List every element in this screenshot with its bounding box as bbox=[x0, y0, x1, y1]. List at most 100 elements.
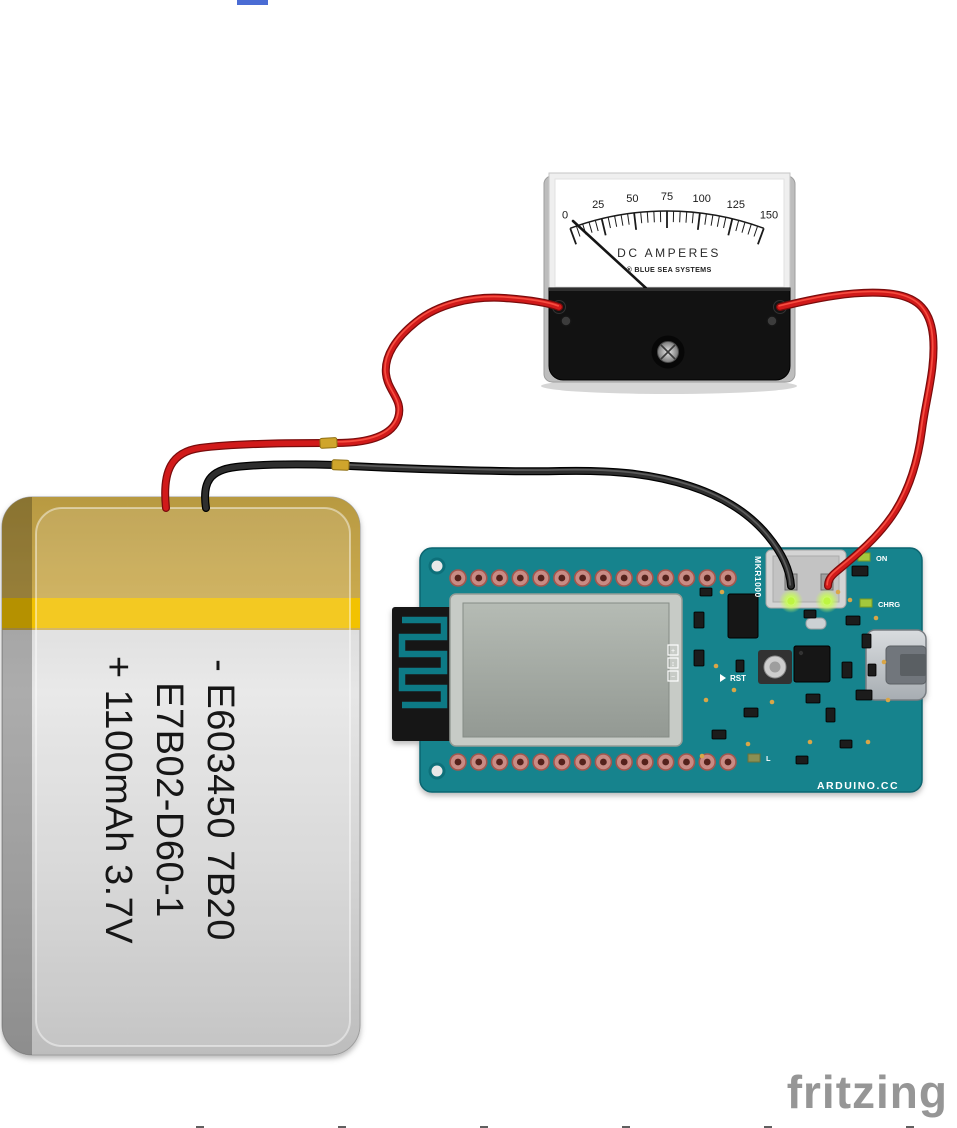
arrow-glyph: ↕ bbox=[671, 661, 675, 668]
via-pad bbox=[807, 739, 813, 745]
crimp-ferrule-black bbox=[331, 459, 350, 471]
smd-component bbox=[743, 707, 759, 718]
charge-led-label: CHRG bbox=[878, 600, 900, 609]
smd-components bbox=[693, 565, 877, 765]
smd-component bbox=[711, 729, 727, 740]
via-pad bbox=[719, 589, 725, 595]
pin-hole-center bbox=[537, 574, 545, 582]
mcu-chip bbox=[793, 645, 831, 683]
via-pad bbox=[699, 753, 705, 759]
crystal bbox=[805, 617, 827, 630]
power-led-core bbox=[823, 597, 831, 605]
red-wire-to-meter[interactable] bbox=[333, 294, 562, 446]
meter-screw-right bbox=[766, 315, 778, 327]
meter-tick bbox=[594, 220, 599, 232]
pin-hole-center bbox=[641, 758, 649, 766]
meter-tick bbox=[741, 221, 746, 233]
regulator-chip bbox=[727, 593, 759, 639]
reset-button-cap bbox=[769, 661, 781, 673]
via-pad bbox=[769, 699, 775, 705]
pin-hole-center bbox=[703, 758, 711, 766]
battery-highlight bbox=[35, 507, 351, 1047]
meter-tick bbox=[569, 228, 577, 245]
red-wire-to-meter-base bbox=[332, 293, 563, 447]
minus-glyph: − bbox=[671, 674, 675, 681]
meter-tick bbox=[607, 217, 611, 229]
pin-hole-center bbox=[537, 758, 545, 766]
via-pad bbox=[745, 741, 751, 747]
battery-black-wire[interactable] bbox=[202, 461, 339, 511]
meter-tick bbox=[614, 215, 618, 227]
pin-hole-center bbox=[703, 574, 711, 582]
pin-hole-center bbox=[516, 574, 524, 582]
pin13-led bbox=[747, 753, 761, 763]
meter-tick bbox=[588, 221, 593, 233]
usb-slot-inner bbox=[900, 654, 926, 676]
smd-component bbox=[841, 661, 853, 679]
pin-hole-center bbox=[620, 574, 628, 582]
red-wire-highlight bbox=[334, 295, 560, 443]
wifi-module-top bbox=[462, 602, 670, 738]
red-wire-highlight bbox=[778, 290, 934, 586]
meter-unit-label: DC AMPERES bbox=[617, 246, 721, 260]
via-pad bbox=[847, 597, 853, 603]
red-wire-to-arduino-base bbox=[776, 288, 938, 590]
reset-label: RST bbox=[730, 674, 746, 683]
meter-scale-number: 0 bbox=[562, 209, 568, 221]
meter-scale-number: 125 bbox=[727, 199, 745, 211]
pin-hole-center bbox=[454, 758, 462, 766]
pin-hole-center bbox=[579, 574, 587, 582]
pin-hole-center bbox=[724, 758, 732, 766]
meter-scale-number: 25 bbox=[592, 199, 604, 211]
meter-tick bbox=[646, 211, 649, 223]
smd-component bbox=[845, 615, 861, 626]
battery-red-wire[interactable] bbox=[162, 440, 327, 511]
meter-tick bbox=[575, 225, 581, 237]
smd-component bbox=[735, 659, 745, 673]
smd-component bbox=[805, 693, 821, 704]
crimp-ferrule-red bbox=[319, 437, 338, 449]
meter-tick bbox=[716, 215, 720, 227]
pin-hole-center bbox=[683, 574, 690, 582]
smd-component bbox=[693, 649, 705, 667]
via-pads bbox=[699, 589, 891, 759]
meter-tick bbox=[753, 225, 759, 237]
meter-tick bbox=[704, 213, 707, 225]
meter-scale-number: 100 bbox=[692, 193, 710, 205]
smd-component bbox=[855, 689, 873, 701]
pin-hole-center bbox=[496, 758, 503, 766]
smd-component bbox=[795, 755, 809, 765]
pin-hole-center bbox=[620, 758, 628, 766]
model-label: MKR1000 bbox=[753, 556, 763, 598]
pin-hole-center bbox=[454, 574, 462, 582]
mounting-hole bbox=[428, 557, 446, 575]
pin-hole-center bbox=[516, 758, 524, 766]
meter-tick bbox=[735, 220, 740, 232]
pin-hole-center bbox=[662, 758, 670, 766]
mcu-pin1-dot bbox=[798, 650, 804, 656]
pin-headers bbox=[449, 569, 737, 771]
meter-scale-number: 50 bbox=[626, 193, 638, 205]
meter-tick bbox=[685, 211, 688, 223]
pin-hole-center bbox=[662, 574, 670, 582]
meter-tick bbox=[679, 211, 681, 223]
charge-led-core bbox=[787, 597, 795, 605]
meter-face bbox=[554, 178, 785, 288]
battery-label-line1: - E603450 7B20 bbox=[199, 659, 241, 941]
screw-slot bbox=[660, 344, 676, 360]
battery-label-line2: E7B02-D60-1 bbox=[148, 682, 190, 918]
lipo-battery: - E603450 7B20 E7B02-D60-1 + 1100mAh 3.7… bbox=[1, 496, 361, 1056]
pin13-led-label: L bbox=[766, 754, 771, 763]
pin-hole-center bbox=[475, 758, 483, 766]
pin-hole-center bbox=[558, 574, 566, 582]
red-wire-to-arduino[interactable] bbox=[777, 289, 937, 589]
meter-tick bbox=[653, 211, 655, 223]
pin-hole-center bbox=[475, 574, 483, 582]
black-wire-highlight bbox=[348, 463, 792, 586]
meter-brand-label: ® BLUE SEA SYSTEMS bbox=[626, 265, 711, 274]
charge-led bbox=[859, 598, 873, 608]
meter-tick bbox=[627, 213, 630, 225]
